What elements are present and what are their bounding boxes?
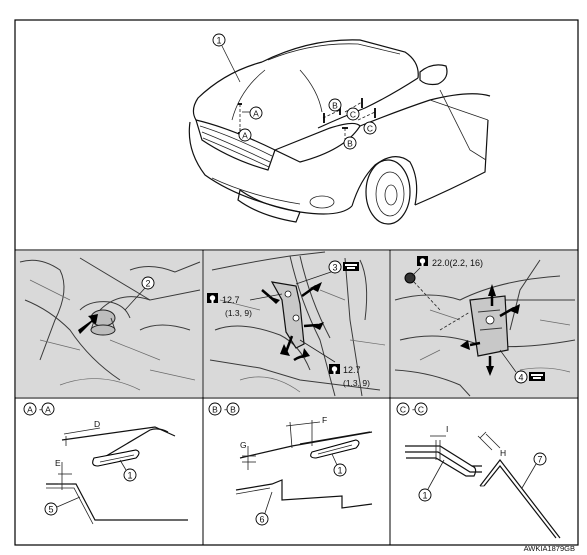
svg-text:-: - (224, 405, 227, 415)
svg-text:C: C (400, 405, 406, 415)
svg-text:C: C (418, 405, 424, 415)
svg-text:(1.3, 9): (1.3, 9) (225, 308, 252, 318)
svg-text:12.7: 12.7 (343, 365, 361, 375)
svg-text:3: 3 (332, 263, 337, 273)
callout-2: 2 (124, 276, 155, 311)
svg-text:12.7: 12.7 (222, 295, 240, 305)
svg-text:1: 1 (216, 36, 221, 46)
svg-text:5: 5 (48, 505, 53, 515)
photo-hood-lock-upper (204, 251, 389, 397)
section-c-c: C - C I H 1 7 (396, 402, 561, 539)
grease-icon (529, 372, 545, 381)
svg-text:1: 1 (422, 491, 427, 501)
photo-hinge (16, 251, 202, 397)
torque-wrench-icon (207, 293, 218, 303)
svg-text:B: B (212, 405, 218, 415)
svg-text:E: E (55, 458, 61, 468)
gap-b-c-markers: B C C B (322, 98, 377, 150)
gap-a-markers: A A (238, 103, 263, 142)
section-b-b: B - B F G 1 6 (208, 402, 373, 526)
svg-text:1: 1 (127, 471, 132, 481)
torque-wrench-icon (417, 256, 428, 266)
svg-text:H: H (500, 448, 506, 458)
section-a-a: A - A D E 1 5 (23, 402, 188, 525)
callout-3: 3 (295, 260, 359, 285)
svg-text:1: 1 (337, 466, 342, 476)
svg-text:G: G (240, 440, 247, 450)
svg-text:B: B (230, 405, 236, 415)
svg-text:C: C (350, 110, 356, 120)
svg-text:A: A (45, 405, 51, 415)
photo-hood-lock-lower (391, 251, 577, 397)
torque-wrench-icon (329, 364, 340, 374)
torque-lower: 12.7 (1.3, 9) (299, 339, 370, 388)
svg-text:-: - (39, 405, 42, 415)
svg-text:2: 2 (145, 279, 150, 289)
torque-upper: 12.7 (1.3, 9) (207, 293, 283, 318)
svg-text:B: B (332, 101, 338, 111)
svg-text:(1.3, 9): (1.3, 9) (343, 378, 370, 388)
svg-text:A: A (27, 405, 33, 415)
svg-text:I: I (446, 424, 448, 434)
svg-text:A: A (253, 109, 259, 119)
svg-text:B: B (347, 139, 353, 149)
car-front-view (188, 39, 491, 225)
svg-text:-: - (412, 405, 415, 415)
svg-text:7: 7 (537, 455, 542, 465)
callout-4: 4 (499, 349, 545, 384)
svg-text:22.0(2.2, 16): 22.0(2.2, 16) (432, 258, 483, 268)
svg-text:6: 6 (259, 515, 264, 525)
image-code: AWKIA1879GB (524, 544, 575, 553)
grease-icon (343, 262, 359, 271)
svg-text:D: D (94, 419, 100, 429)
svg-text:C: C (367, 124, 373, 134)
callout-1-top: 1 (212, 33, 241, 83)
svg-text:F: F (322, 415, 327, 425)
svg-text:4: 4 (518, 373, 523, 383)
outer-frame (14, 19, 579, 546)
svg-text:A: A (242, 131, 248, 141)
torque-right: 22.0(2.2, 16) (411, 256, 483, 277)
